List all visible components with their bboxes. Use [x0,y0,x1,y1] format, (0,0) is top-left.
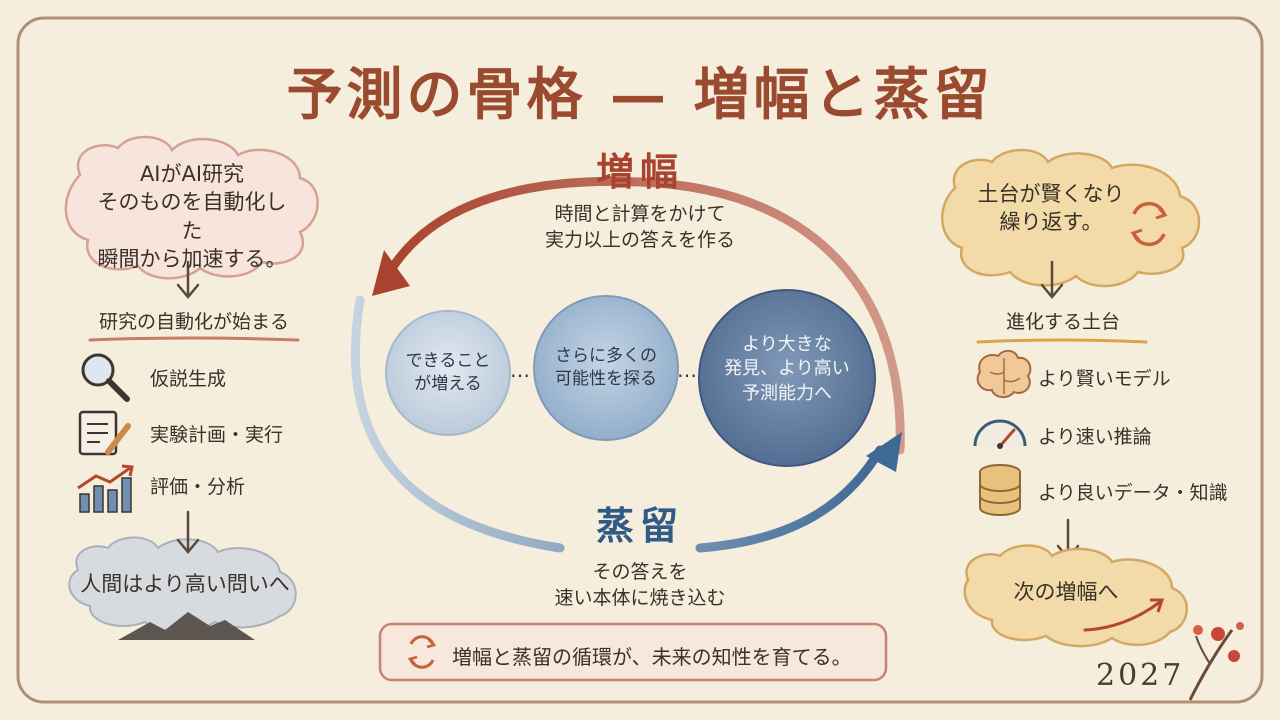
circle-line: が増える [414,373,482,394]
right-item-data: より良いデータ・知識 [1038,482,1228,504]
mountain-silhouette [118,612,255,640]
right-bottom-arrow [1083,600,1162,632]
right-cloud-line: 繰り返す。 [999,210,1103,235]
circle-line: さらに多くの [555,346,657,366]
ellipsis-1: … [510,358,530,382]
distill-label: 蒸留 [595,503,684,548]
amplify-arrowhead [372,250,410,296]
right-bottom-cloud [963,544,1189,648]
left-cloud-line: 瞬間から加速する。 [97,247,287,272]
right-cloud-line: 土台が賢くなり [977,182,1125,206]
left-arrow-1 [176,260,200,299]
brain-icon [976,350,1032,398]
left-heading: 研究の自動化が始まる [98,311,289,333]
circle-large-text: より大きな 発見、より高い 予測能力へ [707,333,867,406]
circle-small-text: できること が増える [390,350,506,396]
left-item-hypothesis: 仮説生成 [150,368,227,390]
amplify-desc-line: 時間と計算をかけて [554,203,726,225]
circle-line: 発見、より高い [724,358,850,380]
circle-small [385,310,511,436]
left-item-experiment: 実験計画・実行 [150,424,284,446]
page-title: 予測の骨格 — 増幅と蒸留 [286,62,994,128]
distill-arrowhead [866,432,902,472]
left-cloud-text: AIがAI研究 そのものを自動化した 瞬間から加速する。 [92,160,292,273]
right-item-model: より賢いモデル [1038,368,1171,390]
year-label: 2027 [1096,658,1185,693]
circle-medium [533,295,679,441]
right-top-cloud [941,148,1201,288]
right-arrow-1 [1040,260,1064,299]
frame-border [16,16,1264,704]
circle-line: 可能性を探る [555,368,657,389]
circle-line: できること [405,351,491,371]
left-heading-underline [88,336,300,342]
notepad-pencil-icon [78,410,131,456]
plum-branch-icon [1188,622,1244,701]
distill-arc [350,295,885,553]
speedometer-icon [973,419,1027,449]
circle-line: より大きな [742,334,832,355]
growth-chart-icon [77,464,134,513]
right-cloud-text: 土台が賢くなり 繰り返す。 [966,180,1136,237]
cycle-icon-cloud [1130,201,1168,247]
distill-desc-line: その答えを [592,561,688,583]
left-bottom-cloud [68,536,297,632]
amplify-arc [380,176,905,455]
right-bottom-cloud-text: 次の増幅へ [1013,580,1119,604]
magnifier-icon [81,353,130,402]
left-item-evaluation: 評価・分析 [150,476,246,498]
distill-description: その答えを 速い本体に焼き込む [520,560,760,611]
right-heading: 進化する土台 [1005,311,1120,333]
distill-desc-line: 速い本体に焼き込む [554,586,726,609]
cycle-icon-banner [407,635,437,669]
database-icon [979,464,1021,516]
amplify-description: 時間と計算をかけて 実力以上の答えを作る [520,202,760,253]
left-bottom-cloud-text: 人間はより高い問いへ [80,572,290,596]
circle-line: 予測能力へ [742,382,832,404]
banner-text: 増幅と蒸留の循環が、未来の知性を育てる。 [452,645,852,669]
amplify-desc-line: 実力以上の答えを作る [544,228,735,251]
left-cloud-line: そのものを自動化した [97,190,287,243]
circle-large [698,289,876,467]
right-item-inference: より速い推論 [1038,426,1152,448]
ellipsis-2: … [677,358,697,382]
left-cloud-line: AIがAI研究 [139,162,245,186]
left-top-cloud [64,135,319,280]
left-arrow-2 [176,510,200,554]
circle-medium-text: さらに多くの 可能性を探る [540,345,672,391]
banner-box [378,622,888,682]
amplify-label: 増幅 [595,149,684,194]
right-heading-underline [976,338,1148,344]
